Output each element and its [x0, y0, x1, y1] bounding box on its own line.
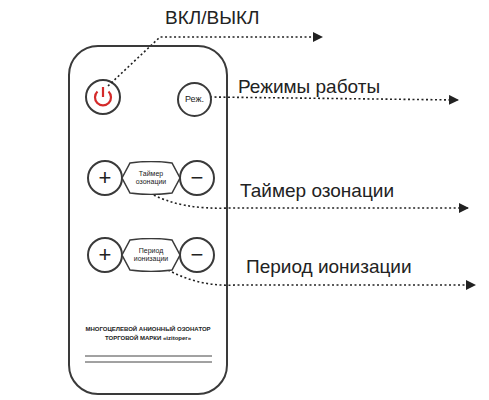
divider-line [85, 356, 212, 357]
button-text: + [99, 167, 112, 189]
callout-label: Период ионизации [246, 256, 412, 278]
button-text: Реж. [185, 95, 204, 104]
remote-button: + [87, 160, 123, 196]
callout-label: Режимы работы [238, 76, 380, 98]
remote-button: − [179, 237, 215, 273]
button-text: + [99, 244, 112, 266]
brand-caption: МНОГОЦЕЛЕВОЙ АНИОННЫЙ ОЗОНАТОР ТОРГОВОЙ … [80, 325, 216, 343]
remote-button: Реж. [177, 82, 212, 117]
remote-button: + [87, 237, 123, 273]
button-text: Период ионизации [127, 247, 175, 263]
power-icon [102, 87, 104, 97]
remote-body: МНОГОЦЕЛЕВОЙ АНИОННЫЙ ОЗОНАТОР ТОРГОВОЙ … [68, 45, 228, 395]
remote-button: − [179, 160, 215, 196]
button-text: − [191, 167, 204, 189]
divider-line [85, 362, 212, 363]
button-text: − [191, 244, 204, 266]
button-label-shape: Таймер озонации [121, 161, 181, 195]
power-button [86, 80, 120, 114]
button-text: Таймер озонации [127, 170, 175, 186]
leader-line [210, 97, 458, 100]
callout-label: Таймер озонации [240, 180, 394, 202]
callout-label: ВКЛ/ВЫКЛ [165, 7, 260, 29]
button-label-shape: Период ионизации [121, 238, 181, 272]
